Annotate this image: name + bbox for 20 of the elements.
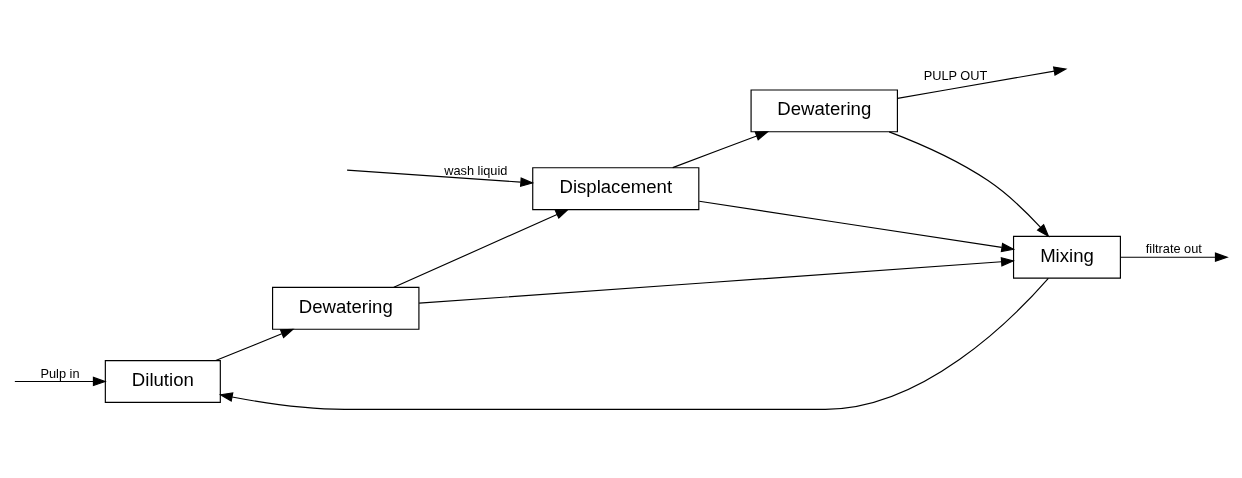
- arrow: [393, 208, 570, 288]
- arrow: [418, 256, 1015, 304]
- arrow: [698, 200, 1016, 253]
- arrow: [1120, 252, 1229, 263]
- node-box: Dilution: [104, 360, 221, 403]
- arrow: [215, 328, 295, 362]
- arrow: [672, 131, 770, 169]
- arrow: [896, 66, 1068, 99]
- node-box: Mixing: [1012, 235, 1121, 279]
- edge-label: Pulp in: [40, 365, 80, 381]
- edge-label: filtrate out: [1145, 241, 1202, 257]
- node-box: Dewatering: [272, 286, 420, 330]
- arrow: [346, 169, 535, 187]
- node-box: Dewatering: [750, 89, 898, 133]
- arrow: [218, 277, 1049, 410]
- arrow: [14, 376, 107, 387]
- edge-label: PULP OUT: [923, 68, 988, 84]
- node-box: Displacement: [532, 167, 700, 211]
- arrow: [888, 131, 1050, 238]
- edge-label: wash liquid: [444, 162, 508, 178]
